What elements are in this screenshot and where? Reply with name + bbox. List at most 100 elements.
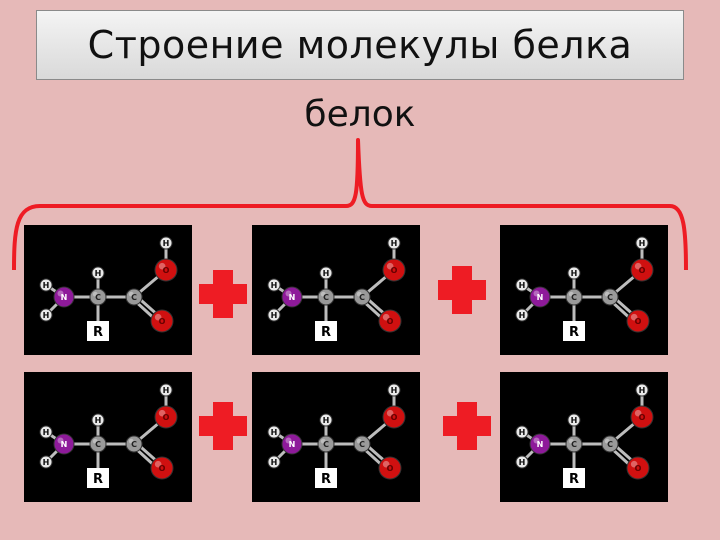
svg-text:C: C (571, 440, 577, 449)
svg-text:O: O (639, 266, 646, 275)
svg-text:O: O (635, 464, 642, 473)
svg-text:H: H (271, 458, 278, 467)
r-group: R (315, 321, 337, 341)
hydrogen-atom: H (515, 425, 529, 439)
nitrogen-atom: N (529, 286, 551, 308)
svg-text:O: O (391, 266, 398, 275)
plus-icon (438, 266, 486, 314)
svg-text:O: O (391, 413, 398, 422)
carbon-atom: C (89, 435, 107, 453)
carbon-atom: C (317, 435, 335, 453)
svg-text:C: C (131, 293, 137, 302)
svg-text:O: O (163, 413, 170, 422)
svg-text:C: C (359, 440, 365, 449)
plus-icon (443, 402, 491, 450)
oxygen-atom: O (626, 456, 650, 480)
svg-text:C: C (607, 440, 613, 449)
hydrogen-atom: H (319, 413, 333, 427)
hydrogen-atom: H (39, 278, 53, 292)
svg-text:R: R (321, 325, 331, 340)
svg-text:H: H (163, 386, 170, 395)
hydrogen-atom: H (39, 308, 53, 322)
plus-icon (199, 270, 247, 318)
carbon-atom: C (89, 288, 107, 306)
oxygen-atom: O (630, 258, 654, 282)
svg-text:H: H (391, 386, 398, 395)
svg-text:H: H (95, 416, 102, 425)
hydrogen-atom: H (39, 455, 53, 469)
hydrogen-atom: H (267, 425, 281, 439)
oxygen-atom: O (150, 309, 174, 333)
r-group: R (563, 321, 585, 341)
svg-text:O: O (159, 317, 166, 326)
oxygen-atom: O (382, 405, 406, 429)
svg-text:O: O (387, 464, 394, 473)
svg-text:H: H (639, 386, 646, 395)
nitrogen-atom: N (53, 433, 75, 455)
slide-subtitle: белок (304, 94, 416, 135)
carbon-atom: C (125, 288, 143, 306)
svg-text:H: H (519, 428, 526, 437)
nitrogen-atom: N (281, 433, 303, 455)
nitrogen-atom: N (53, 286, 75, 308)
svg-text:R: R (569, 472, 579, 487)
hydrogen-atom: H (515, 308, 529, 322)
hydrogen-atom: H (91, 413, 105, 427)
carbon-atom: C (565, 288, 583, 306)
hydrogen-atom: H (567, 266, 581, 280)
svg-text:H: H (43, 281, 50, 290)
hydrogen-atom: H (91, 266, 105, 280)
nitrogen-atom: N (281, 286, 303, 308)
hydrogen-atom: H (159, 236, 173, 250)
hydrogen-atom: H (387, 236, 401, 250)
svg-text:N: N (537, 293, 544, 302)
hydrogen-atom: H (515, 278, 529, 292)
svg-text:N: N (289, 440, 296, 449)
r-group: R (87, 468, 109, 488)
hydrogen-atom: H (267, 455, 281, 469)
svg-text:H: H (639, 239, 646, 248)
hydrogen-atom: H (267, 278, 281, 292)
svg-text:H: H (271, 281, 278, 290)
hydrogen-atom: H (159, 383, 173, 397)
svg-text:H: H (43, 311, 50, 320)
svg-text:O: O (387, 317, 394, 326)
hydrogen-atom: H (319, 266, 333, 280)
hydrogen-atom: H (267, 308, 281, 322)
svg-text:O: O (635, 317, 642, 326)
carbon-atom: C (317, 288, 335, 306)
carbon-atom: C (125, 435, 143, 453)
svg-text:H: H (391, 239, 398, 248)
svg-text:C: C (323, 440, 329, 449)
hydrogen-atom: H (635, 236, 649, 250)
svg-text:H: H (323, 416, 330, 425)
svg-text:N: N (61, 293, 68, 302)
svg-text:H: H (43, 458, 50, 467)
carbon-atom: C (353, 288, 371, 306)
svg-text:H: H (163, 239, 170, 248)
svg-text:H: H (571, 269, 578, 278)
svg-text:H: H (323, 269, 330, 278)
carbon-atom: C (601, 435, 619, 453)
hydrogen-atom: H (387, 383, 401, 397)
oxygen-atom: O (150, 456, 174, 480)
oxygen-atom: O (630, 405, 654, 429)
hydrogen-atom: H (635, 383, 649, 397)
title-box: Строение молекулы белка (36, 10, 684, 80)
svg-text:C: C (131, 440, 137, 449)
svg-text:H: H (271, 311, 278, 320)
svg-text:C: C (607, 293, 613, 302)
svg-text:C: C (323, 293, 329, 302)
svg-text:O: O (639, 413, 646, 422)
oxygen-atom: O (378, 309, 402, 333)
r-group: R (315, 468, 337, 488)
svg-text:H: H (95, 269, 102, 278)
